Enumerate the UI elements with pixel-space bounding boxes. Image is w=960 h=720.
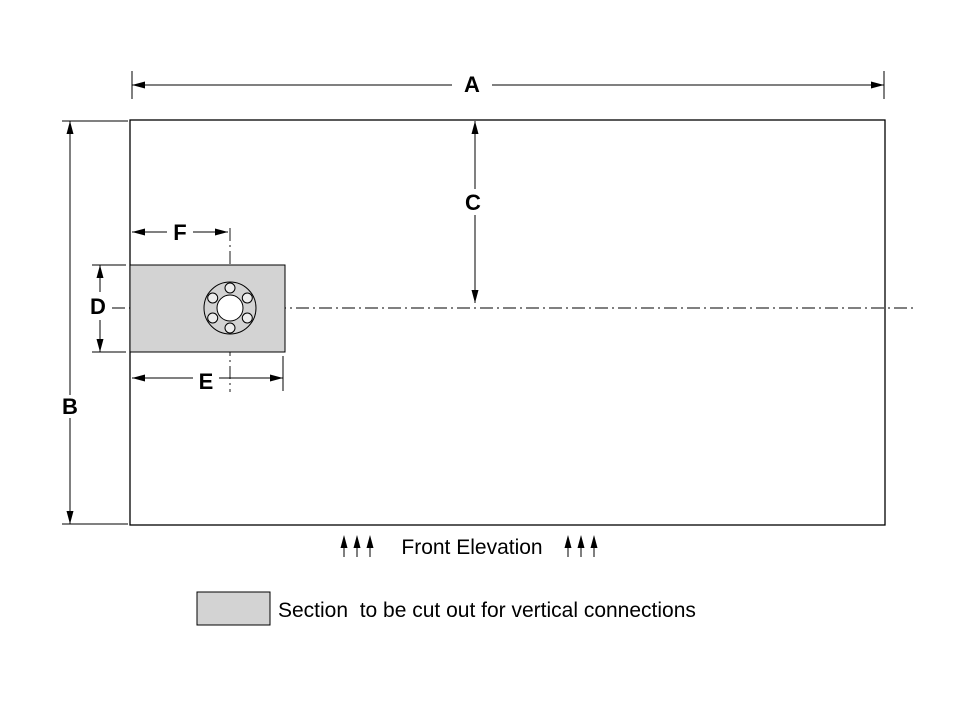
caption-arrows-left <box>340 535 374 557</box>
bolt-hole <box>241 312 253 324</box>
arrow-up-icon <box>471 121 479 134</box>
dimension-a: A <box>131 71 885 99</box>
arrow-up-icon <box>564 535 572 548</box>
arrow-up-icon <box>590 535 598 548</box>
bolt-hole <box>224 282 236 294</box>
arrow-up-icon <box>577 535 585 548</box>
arrow-up-icon <box>353 535 361 548</box>
arrow-left-icon <box>132 228 145 236</box>
bolt-hole <box>224 322 236 334</box>
arrow-left-icon <box>132 81 145 89</box>
flange-outer-circle <box>203 281 257 335</box>
arrow-down-icon <box>96 339 104 352</box>
dimension-d-label: D <box>90 294 106 319</box>
bolt-hole <box>207 292 219 304</box>
drawing-caption: Front Elevation <box>401 536 542 559</box>
dimension-b: B <box>62 120 128 525</box>
dimension-a-label: A <box>464 72 480 97</box>
bolt-hole <box>241 292 253 304</box>
dimension-e: E <box>132 356 284 394</box>
flange <box>203 281 257 335</box>
dimension-d: D <box>90 264 126 353</box>
legend: Section to be cut out for vertical conne… <box>196 591 696 626</box>
arrow-right-icon <box>215 228 228 236</box>
arrow-up-icon <box>366 535 374 548</box>
dimension-f: F <box>132 220 228 245</box>
flange-inner-circle <box>216 294 244 322</box>
arrow-right-icon <box>270 374 283 382</box>
arrow-up-icon <box>96 265 104 278</box>
arrow-up-icon <box>66 121 74 134</box>
arrow-down-icon <box>471 290 479 303</box>
bolt-hole <box>207 312 219 324</box>
dimension-f-label: F <box>173 220 186 245</box>
dimension-e-label: E <box>199 369 214 394</box>
arrow-right-icon <box>871 81 884 89</box>
dimension-b-label: B <box>62 394 78 419</box>
cutout-section <box>129 264 286 353</box>
dimension-c-label: C <box>465 190 481 215</box>
caption-arrows-right <box>564 535 598 557</box>
dimension-c: C <box>465 121 481 303</box>
arrow-up-icon <box>340 535 348 548</box>
caption-group: Front Elevation <box>340 535 598 559</box>
legend-text: Section to be cut out for vertical conne… <box>278 599 696 622</box>
arrow-left-icon <box>132 374 145 382</box>
arrow-down-icon <box>66 511 74 524</box>
legend-swatch <box>196 591 271 626</box>
